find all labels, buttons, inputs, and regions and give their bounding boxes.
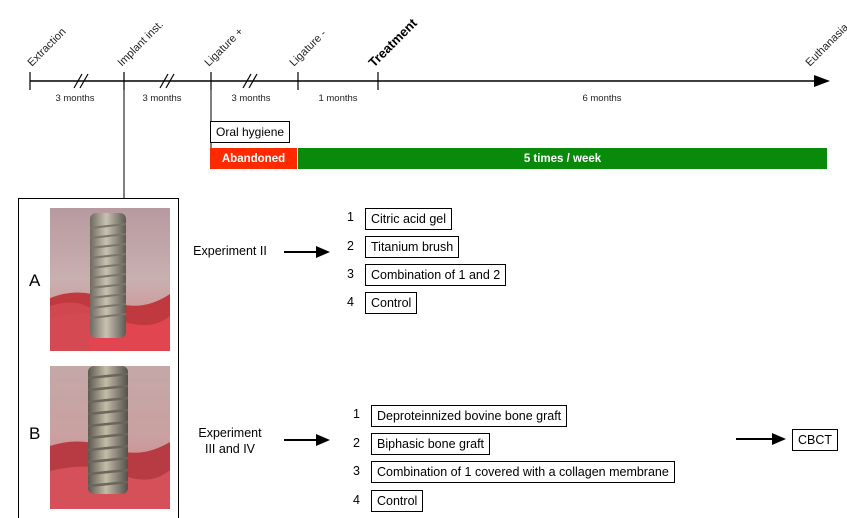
exp2-item-1: Citric acid gel bbox=[365, 208, 453, 230]
cbct-arrow bbox=[736, 433, 786, 445]
experiment-2-arrow bbox=[284, 246, 330, 258]
panel-letter-a: A bbox=[29, 271, 41, 290]
exp34-item-2: Biphasic bone graft bbox=[371, 433, 491, 455]
implant-photo-b bbox=[50, 366, 170, 509]
exp34-item-1: Deproteinnized bovine bone graft bbox=[371, 405, 568, 427]
exp34-item-4-number: 4 bbox=[353, 493, 360, 507]
break-mark-1 bbox=[73, 73, 89, 89]
duration-4: 1 months bbox=[318, 93, 358, 104]
exp2-item-2: Titanium brush bbox=[365, 236, 460, 258]
abandoned-bar: Abandoned bbox=[210, 148, 297, 169]
panel-letter-b: B bbox=[29, 424, 41, 443]
timeline-arrowhead bbox=[814, 75, 830, 87]
experiment-2-title: Experiment II bbox=[193, 244, 267, 258]
duration-1: 3 months bbox=[55, 93, 95, 104]
implant-image-b bbox=[50, 366, 170, 509]
exp2-item-4: Control bbox=[365, 292, 418, 314]
exp34-item-1-number: 1 bbox=[353, 407, 360, 421]
experiment-3-4-arrow bbox=[284, 434, 330, 446]
duration-2: 3 months bbox=[142, 93, 182, 104]
implant-image-a bbox=[50, 208, 170, 351]
exp34-item-2-number: 2 bbox=[353, 436, 360, 450]
schedule-bar: 5 times / week bbox=[298, 148, 827, 169]
implant-photo-a bbox=[50, 208, 170, 351]
exp34-item-3-number: 3 bbox=[353, 464, 360, 478]
exp34-item-4: Control bbox=[371, 490, 424, 512]
exp2-item-1-number: 1 bbox=[347, 210, 354, 224]
exp2-item-2-number: 2 bbox=[347, 239, 354, 253]
exp2-item-3: Combination of 1 and 2 bbox=[365, 264, 507, 286]
exp2-item-3-number: 3 bbox=[347, 267, 354, 281]
cbct-box: CBCT bbox=[792, 429, 839, 451]
timeline-svg bbox=[29, 72, 830, 198]
photo-panel-frame bbox=[18, 198, 179, 518]
oral-hygiene-box: Oral hygiene bbox=[210, 121, 291, 143]
break-mark-2 bbox=[159, 73, 175, 89]
exp34-item-3: Combination of 1 covered with a collagen… bbox=[371, 461, 675, 483]
break-mark-3 bbox=[242, 73, 258, 89]
duration-3: 3 months bbox=[231, 93, 271, 104]
duration-5: 6 months bbox=[582, 93, 622, 104]
experiment-3-4-title: Experiment III and IV bbox=[198, 426, 262, 456]
exp2-item-4-number: 4 bbox=[347, 295, 354, 309]
